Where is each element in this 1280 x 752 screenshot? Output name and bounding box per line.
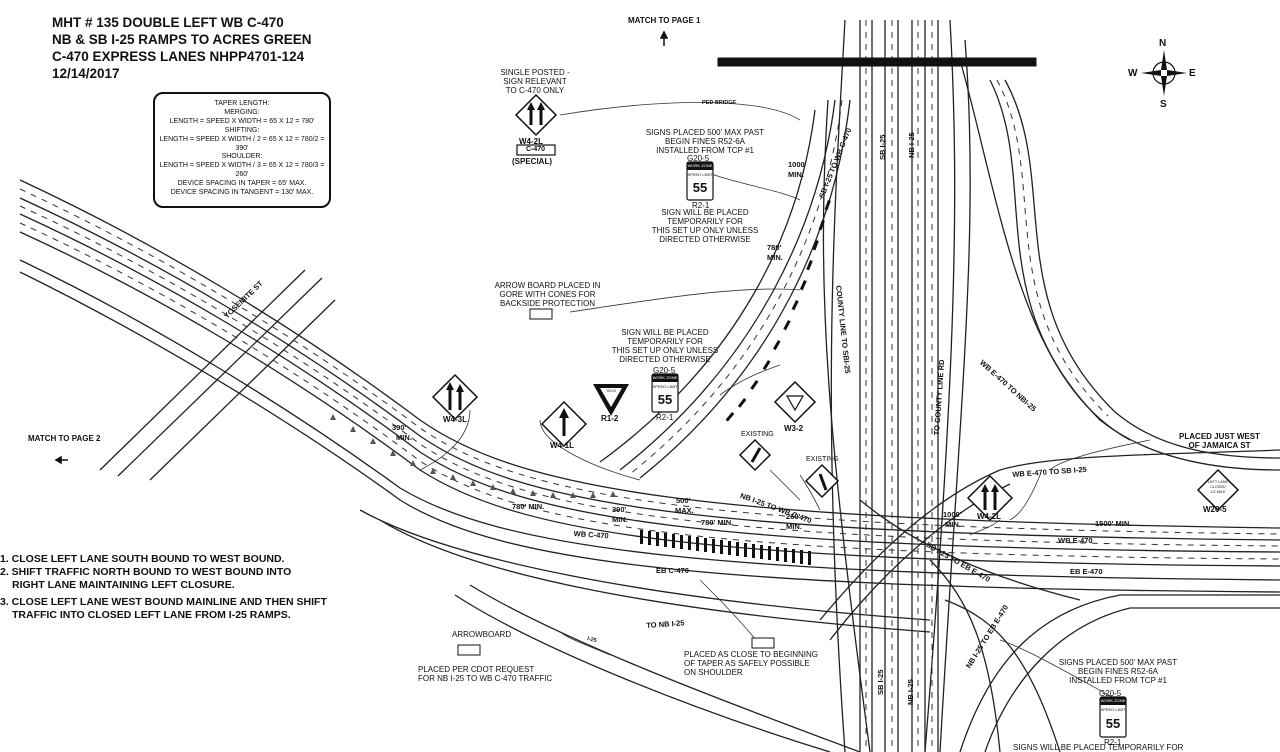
sign-w3-2-label: W3-2: [784, 424, 804, 433]
note-3b: TRAFFIC INTO CLOSED LEFT LANE FROM I-25 …: [12, 609, 291, 621]
note-signs-placed-bottom: SIGNS PLACED 500' MAX PAST BEGIN FINES R…: [1058, 658, 1178, 685]
distance-min-f: MIN.: [945, 520, 961, 529]
label-existing-2: EXISTING: [806, 456, 839, 463]
speed-value-bottom: 55: [1105, 716, 1121, 731]
speed-limit-text-bottom: SPEED LIMIT: [1100, 707, 1126, 712]
work-zone-plate-mid: WORK ZONE: [652, 375, 678, 380]
plan-date: 12/14/2017: [52, 66, 120, 81]
note-2a: 2. SHIFT TRAFFIC NORTH BOUND TO WEST BOU…: [0, 566, 292, 578]
note-3a: 3. CLOSE LEFT LANE WEST BOUND MAINLINE A…: [0, 596, 327, 608]
label-existing-1: EXISTING: [741, 431, 774, 438]
sign-w4-2l-right-label: W4-2L: [977, 512, 1001, 521]
distance-min-a: MIN.: [788, 170, 804, 179]
road-nb-i25-bottom: NB I-25: [906, 679, 915, 705]
sign-g20-5-top-label: G20-5: [687, 154, 710, 163]
taper-length-box: TAPER LENGTH: MERGING: LENGTH = SPEED X …: [153, 92, 331, 208]
speed-limit-text-mid: SPEED LIMIT: [652, 384, 678, 389]
distance-260: 260': [786, 512, 801, 521]
note-arrow-board-gore: ARROW BOARD PLACED IN GORE WITH CONES FO…: [494, 281, 601, 308]
sign-r2-1-bottom-label: R2-1: [1104, 738, 1122, 747]
note-temp-sign-bottom: SIGNS WILL BE PLACED TEMPORARILY FOR: [1013, 743, 1184, 752]
taper-line-6: SHOULDER:: [221, 153, 263, 161]
note-temp-sign-top: SIGN WILL BE PLACED TEMPORARILY FOR THIS…: [651, 208, 759, 244]
taper-line-9: DEVICE SPACING IN TANGENT = 130' MAX.: [170, 189, 314, 197]
sign-w4-1l-label: W4-1L: [550, 441, 574, 450]
yield-sign-text: YIELD: [605, 389, 617, 393]
sign-g20-5-bottom-label: G20-5: [1099, 689, 1122, 698]
distance-780-top: 780': [767, 243, 782, 252]
distance-1000-right: 1000': [943, 510, 962, 519]
road-nb-i25-top: NB I-25: [907, 132, 916, 158]
sign-w4-2l-top-label: W4-2L: [519, 137, 543, 146]
taper-line-5: LENGTH = SPEED X WIDTH / 2 = 65 X 12 = 7…: [159, 135, 325, 152]
note-cdot-request: PLACED PER CDOT REQUEST FOR NB I-25 TO W…: [418, 665, 553, 683]
distance-min-b: MIN.: [767, 253, 783, 262]
road-sb-i25-bottom: SB I-25: [876, 669, 885, 695]
road-sb-i25-top: SB I-25: [878, 134, 887, 160]
compass-east: E: [1189, 68, 1196, 79]
distance-780-mid: 780' MIN.: [512, 502, 545, 511]
note-placed-jamaica: PLACED JUST WEST OF JAMAICA ST: [1179, 432, 1260, 450]
note-signs-placed-top: SIGNS PLACED 500' MAX PAST BEGIN FINES R…: [645, 128, 765, 155]
note-placed-close: PLACED AS CLOSE TO BEGINNING OF TAPER AS…: [684, 650, 818, 677]
taper-line-1: TAPER LENGTH:: [214, 100, 270, 107]
distance-min-d: MIN.: [612, 515, 628, 524]
distance-390-left: 390': [392, 423, 407, 432]
sign-r2-1-mid-label: R2-1: [656, 413, 674, 422]
sign-special-label: (SPECIAL): [512, 157, 552, 166]
sign-w20-5-label: W20-5: [1203, 505, 1227, 514]
plan-title-line-3: C-470 EXPRESS LANES NHPP4701-124: [52, 49, 305, 64]
taper-line-3: LENGTH = SPEED X WIDTH = 65 X 12 = 780': [169, 117, 315, 125]
distance-500: 500': [676, 496, 691, 505]
compass-north: N: [1159, 38, 1167, 49]
speed-value-top: 55: [692, 180, 708, 195]
note-single-posted: SINGLE POSTED - SIGN RELEVANT TO C-470 O…: [500, 68, 570, 95]
distance-1000-top: 1000': [788, 160, 807, 169]
distance-min-c: MIN.: [396, 433, 412, 442]
taper-line-4: SHIFTING:: [224, 126, 260, 134]
distance-1500: 1500' MIN.: [1095, 519, 1132, 528]
speed-value-mid: 55: [657, 392, 673, 407]
plan-title-line-2: NB & SB I-25 RAMPS TO ACRES GREEN: [52, 32, 312, 47]
work-zone-plate-bottom: WORK ZONE: [1100, 698, 1126, 703]
road-eb-e470: EB E-470: [1070, 567, 1103, 576]
match-page-2: MATCH TO PAGE 2: [28, 434, 101, 443]
compass-south: S: [1160, 99, 1167, 110]
sign-r1-2-label: R1-2: [601, 414, 619, 423]
match-page-1: MATCH TO PAGE 1: [628, 16, 701, 25]
road-ped-bridge: PED BRIDGE: [702, 100, 737, 106]
road-eb-c470: EB C-470: [656, 566, 689, 575]
distance-max-a: MAX.: [675, 506, 694, 515]
sign-w4-3l-label: W4-3L: [443, 415, 467, 424]
sign-r2-1-top-label: R2-1: [692, 201, 710, 210]
taper-line-8: DEVICE SPACING IN TAPER = 65' MAX.: [177, 180, 307, 188]
sign-g20-5-mid-label: G20-5: [653, 366, 676, 375]
speed-limit-text-top: SPEED LIMIT: [687, 172, 713, 177]
note-temp-sign-mid: SIGN WILL BE PLACED TEMPORARILY FOR THIS…: [611, 328, 719, 364]
taper-line-7: LENGTH = SPEED X WIDTH / 3 = 65 X 12 = 7…: [159, 162, 325, 179]
c470-plaque-text: C-470: [526, 146, 546, 153]
compass-west: W: [1128, 68, 1138, 79]
distance-min-e: MIN.: [786, 522, 802, 531]
road-wb-e470: WB E-470: [1058, 536, 1093, 545]
distance-780-low: 780' MIN.: [701, 518, 734, 527]
lane-closed-sign-text: LEFT LANE CLOSED 1/2 MILE: [1207, 480, 1229, 494]
distance-390-mid: 390': [612, 505, 627, 514]
work-zone-plate-top: WORK ZONE: [687, 163, 713, 168]
note-1: 1. CLOSE LEFT LANE SOUTH BOUND TO WEST B…: [0, 553, 285, 565]
taper-line-2: MERGING:: [224, 108, 260, 116]
plan-title-line-1: MHT # 135 DOUBLE LEFT WB C-470: [52, 15, 284, 30]
note-2b: RIGHT LANE MAINTAINING LEFT CLOSURE.: [12, 579, 235, 591]
label-arrowboard: ARROWBOARD: [452, 630, 512, 639]
